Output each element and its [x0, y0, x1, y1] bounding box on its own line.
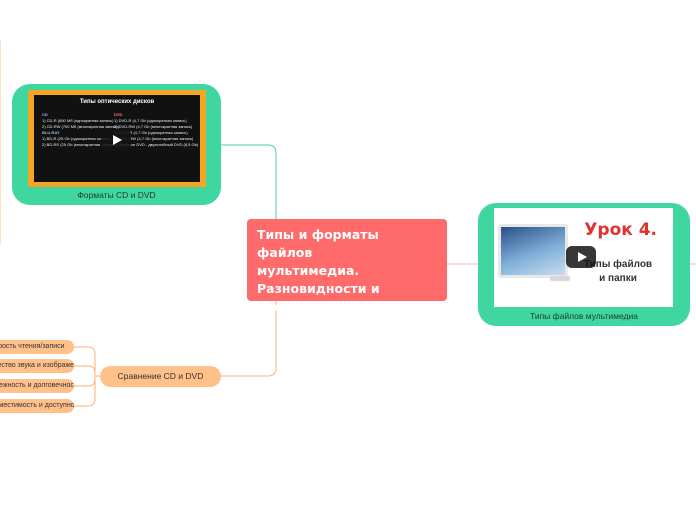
dvd-line-4: 4) DVD+RW (4,7 Gb (многократная запись) [114, 136, 194, 141]
central-topic-line-1: Типы и форматы файлов [257, 227, 379, 260]
comparison-node[interactable]: Сравнение CD и DVD [100, 366, 221, 387]
central-topic-line-3: Разновидности и [257, 281, 380, 296]
link-leaf-2 [74, 365, 96, 376]
cd-line-2: 2) CD-RW (700 Мб (многократная запись) [42, 124, 119, 129]
central-topic[interactable]: Типы и форматы файлов мультимедиа. Разно… [247, 219, 447, 314]
multimedia-types-card[interactable]: Урок 4. Типы файлов и папки Типы файлов … [478, 203, 690, 326]
comparison-leaf[interactable]: Качество звука и изображения [0, 359, 74, 373]
thumbnail-left-column: CD 1) CD-R (650 Мб (однократная запись) … [42, 112, 119, 148]
cd-line-1: 1) CD-R (650 Мб (однократная запись) [42, 118, 114, 123]
dvd-line-5: 5) Двойные DVD - двухслойный DVD (8,5 Gb… [114, 142, 199, 147]
dvd-line-2: 2) DVD-RW (4,7 Gb (многократная запись) [114, 124, 193, 129]
multimedia-card-label: Типы файлов мультимедиа [530, 311, 638, 321]
monitor-image [498, 224, 568, 278]
bd-line-2: 2) BD-RE (25 Gb (многократная запись) [42, 142, 116, 147]
comparison-leaf[interactable]: Скорость чтения/записи [0, 340, 74, 354]
bd-line-1: 1) BD-R (25 Gb (однократная запись) [42, 136, 111, 141]
lesson-number: Урок 4. [584, 220, 657, 240]
lesson-subtitle: Типы файлов и папки [573, 258, 663, 286]
dvd-formats-card[interactable]: Типы оптических дисков CD 1) CD-R (650 М… [12, 84, 221, 205]
cd-label: CD [42, 112, 48, 117]
multimedia-video-thumbnail[interactable]: Урок 4. Типы файлов и папки [494, 208, 673, 307]
play-icon[interactable] [101, 129, 131, 151]
dvd-label: DVD [114, 112, 123, 117]
link-leaf-1 [74, 346, 96, 376]
comparison-leaf[interactable]: Совместимость и доступность [0, 399, 74, 413]
link-central-to-comparison [221, 301, 277, 377]
lesson-subtitle-line-2: и папки [599, 273, 637, 284]
central-topic-line-4: форматы CD и DVD. [257, 299, 401, 314]
dvd-line-1: 1) DVD-R (4,7 Gb (однократная запись) [114, 118, 187, 123]
link-central-to-dvd-card [221, 144, 277, 219]
link-leaf-4 [74, 376, 96, 407]
thumbnail-right-column: DVD 1) DVD-R (4,7 Gb (однократная запись… [114, 112, 198, 148]
dvd-line-3: 3) DVD+R (4,7 Gb (однократная запись) [114, 130, 188, 135]
monitor-stand-image [550, 276, 570, 281]
lesson-subtitle-line-1: Типы файлов [583, 259, 653, 270]
dvd-video-thumbnail[interactable]: Типы оптических дисков CD 1) CD-R (650 М… [28, 90, 206, 187]
dvd-thumbnail-screen: Типы оптических дисков CD 1) CD-R (650 М… [34, 95, 200, 182]
comparison-leaf[interactable]: Надежность и долговечность [0, 379, 74, 393]
link-leaf-3 [74, 376, 96, 387]
central-topic-line-2: мультимедиа. [257, 263, 360, 278]
bluray-label: BLU-RAY [42, 130, 60, 135]
dvd-card-label: Форматы CD и DVD [77, 190, 156, 200]
thumbnail-title: Типы оптических дисков [79, 99, 155, 105]
play-icon[interactable] [566, 246, 596, 268]
